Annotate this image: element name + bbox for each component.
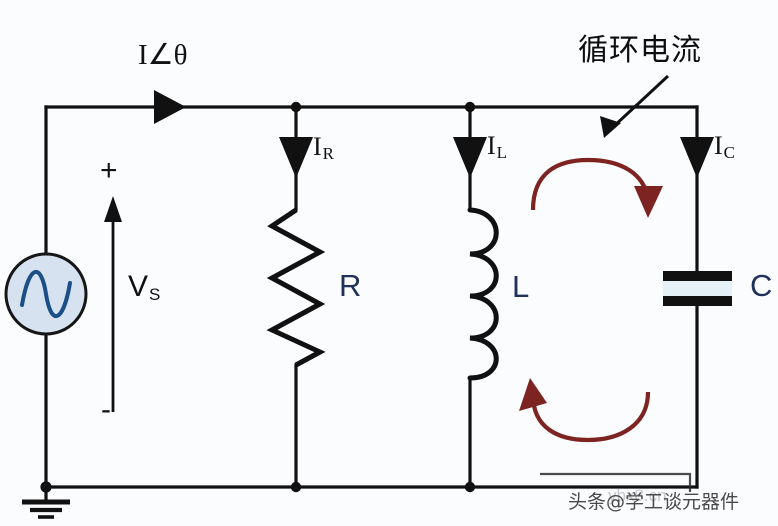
circuit-wires xyxy=(44,105,699,503)
annotation-pointer-head xyxy=(600,116,621,138)
capacitor-current-arrowhead xyxy=(680,137,714,178)
resistor-label: R xyxy=(339,268,362,303)
junction-dot-bottom-inductor xyxy=(464,481,476,493)
vs-arrow-head xyxy=(104,196,122,222)
source-current-arrowhead xyxy=(154,90,186,124)
resistor-current-base: I xyxy=(313,132,322,161)
capacitor-current-base: I xyxy=(714,131,723,160)
loop-arrowhead-down xyxy=(634,186,663,218)
loop-arc-lower xyxy=(530,391,651,443)
inductor-current-label: IL xyxy=(487,133,507,161)
ground-symbol xyxy=(22,499,70,519)
source-current-label: I∠θ xyxy=(138,39,188,71)
junction-dot-top-inductor xyxy=(464,101,476,113)
watermark-box-corner xyxy=(540,472,692,492)
capacitor-plate-bottom xyxy=(663,296,732,306)
capacitor-plate-top xyxy=(663,271,732,281)
junction-dot-top-resistor xyxy=(290,101,302,113)
polarity-plus-label: + xyxy=(100,154,118,187)
capacitor-current-subscript: C xyxy=(723,142,736,162)
resistor-symbol xyxy=(266,207,326,368)
annotation-pointer xyxy=(600,74,670,138)
inductor-label: L xyxy=(512,269,530,304)
resistor-current-subscript: R xyxy=(322,143,335,163)
junction-dots xyxy=(40,101,476,493)
capacitor-dielectric xyxy=(663,277,732,300)
watermark-url: ybx8.cn xyxy=(608,486,667,505)
loop-arrowhead-up xyxy=(519,378,547,411)
inductor-current-base: I xyxy=(487,131,496,160)
source-voltage-label: VS xyxy=(128,272,160,303)
capacitor-label: C xyxy=(750,268,773,303)
annotation-pointer-shaft xyxy=(610,74,670,130)
loop-arc-upper xyxy=(530,157,651,211)
junction-dot-ground xyxy=(40,481,52,493)
capacitor-symbol xyxy=(663,271,732,306)
inductor-symbol xyxy=(467,207,499,381)
circulating-current-loop xyxy=(530,157,651,443)
watermark-text: 头条@学工谈元器件 xyxy=(568,491,740,513)
capacitor-current-label: IC xyxy=(714,133,735,161)
inductor-current-arrowhead xyxy=(453,137,487,178)
polarity-minus-label: - xyxy=(101,393,111,426)
resistor-current-label: IR xyxy=(313,134,334,162)
source-voltage-subscript: S xyxy=(149,284,161,304)
ac-voltage-source xyxy=(4,252,88,336)
source-voltage-arrow xyxy=(104,196,122,412)
resistor-current-arrowhead xyxy=(279,137,313,178)
circulating-current-annotation: 循环电流 xyxy=(578,33,702,68)
ac-source-sine-wave xyxy=(20,270,72,318)
inductor-current-subscript: L xyxy=(496,142,508,162)
junction-dot-bottom-resistor xyxy=(290,481,302,493)
source-voltage-base: V xyxy=(128,270,149,303)
